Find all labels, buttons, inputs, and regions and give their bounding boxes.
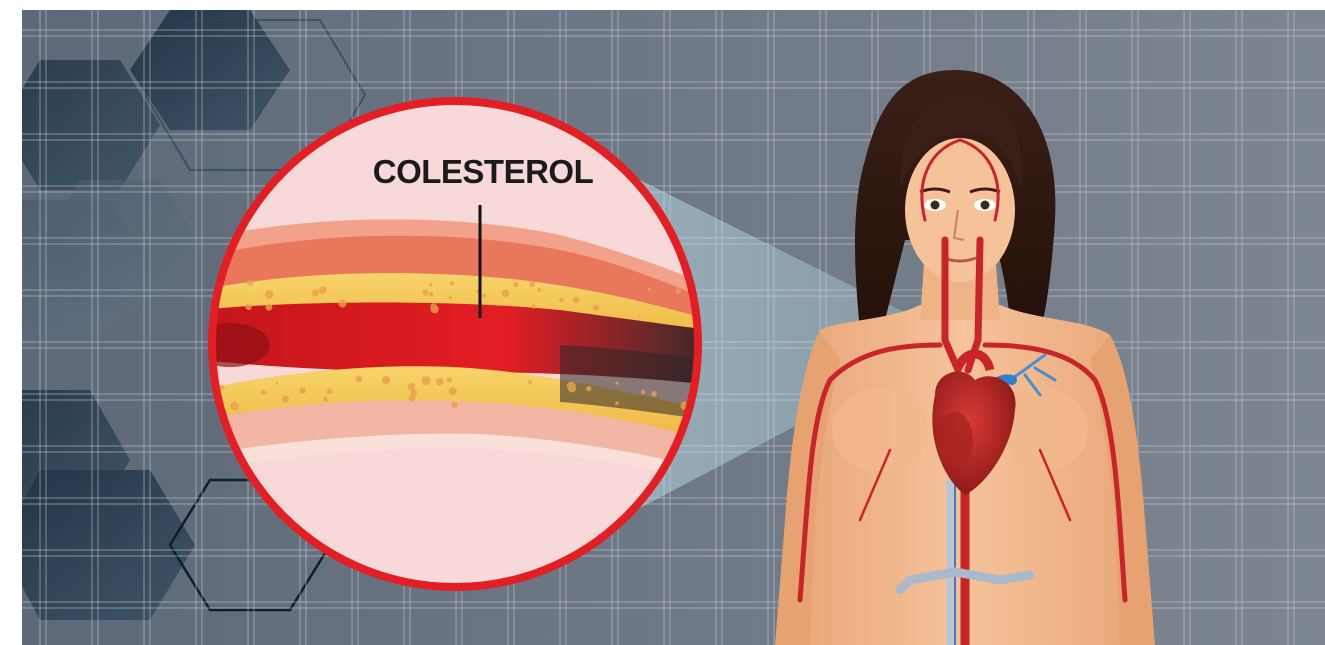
cholesterol-label: COLESTEROL xyxy=(373,153,594,190)
